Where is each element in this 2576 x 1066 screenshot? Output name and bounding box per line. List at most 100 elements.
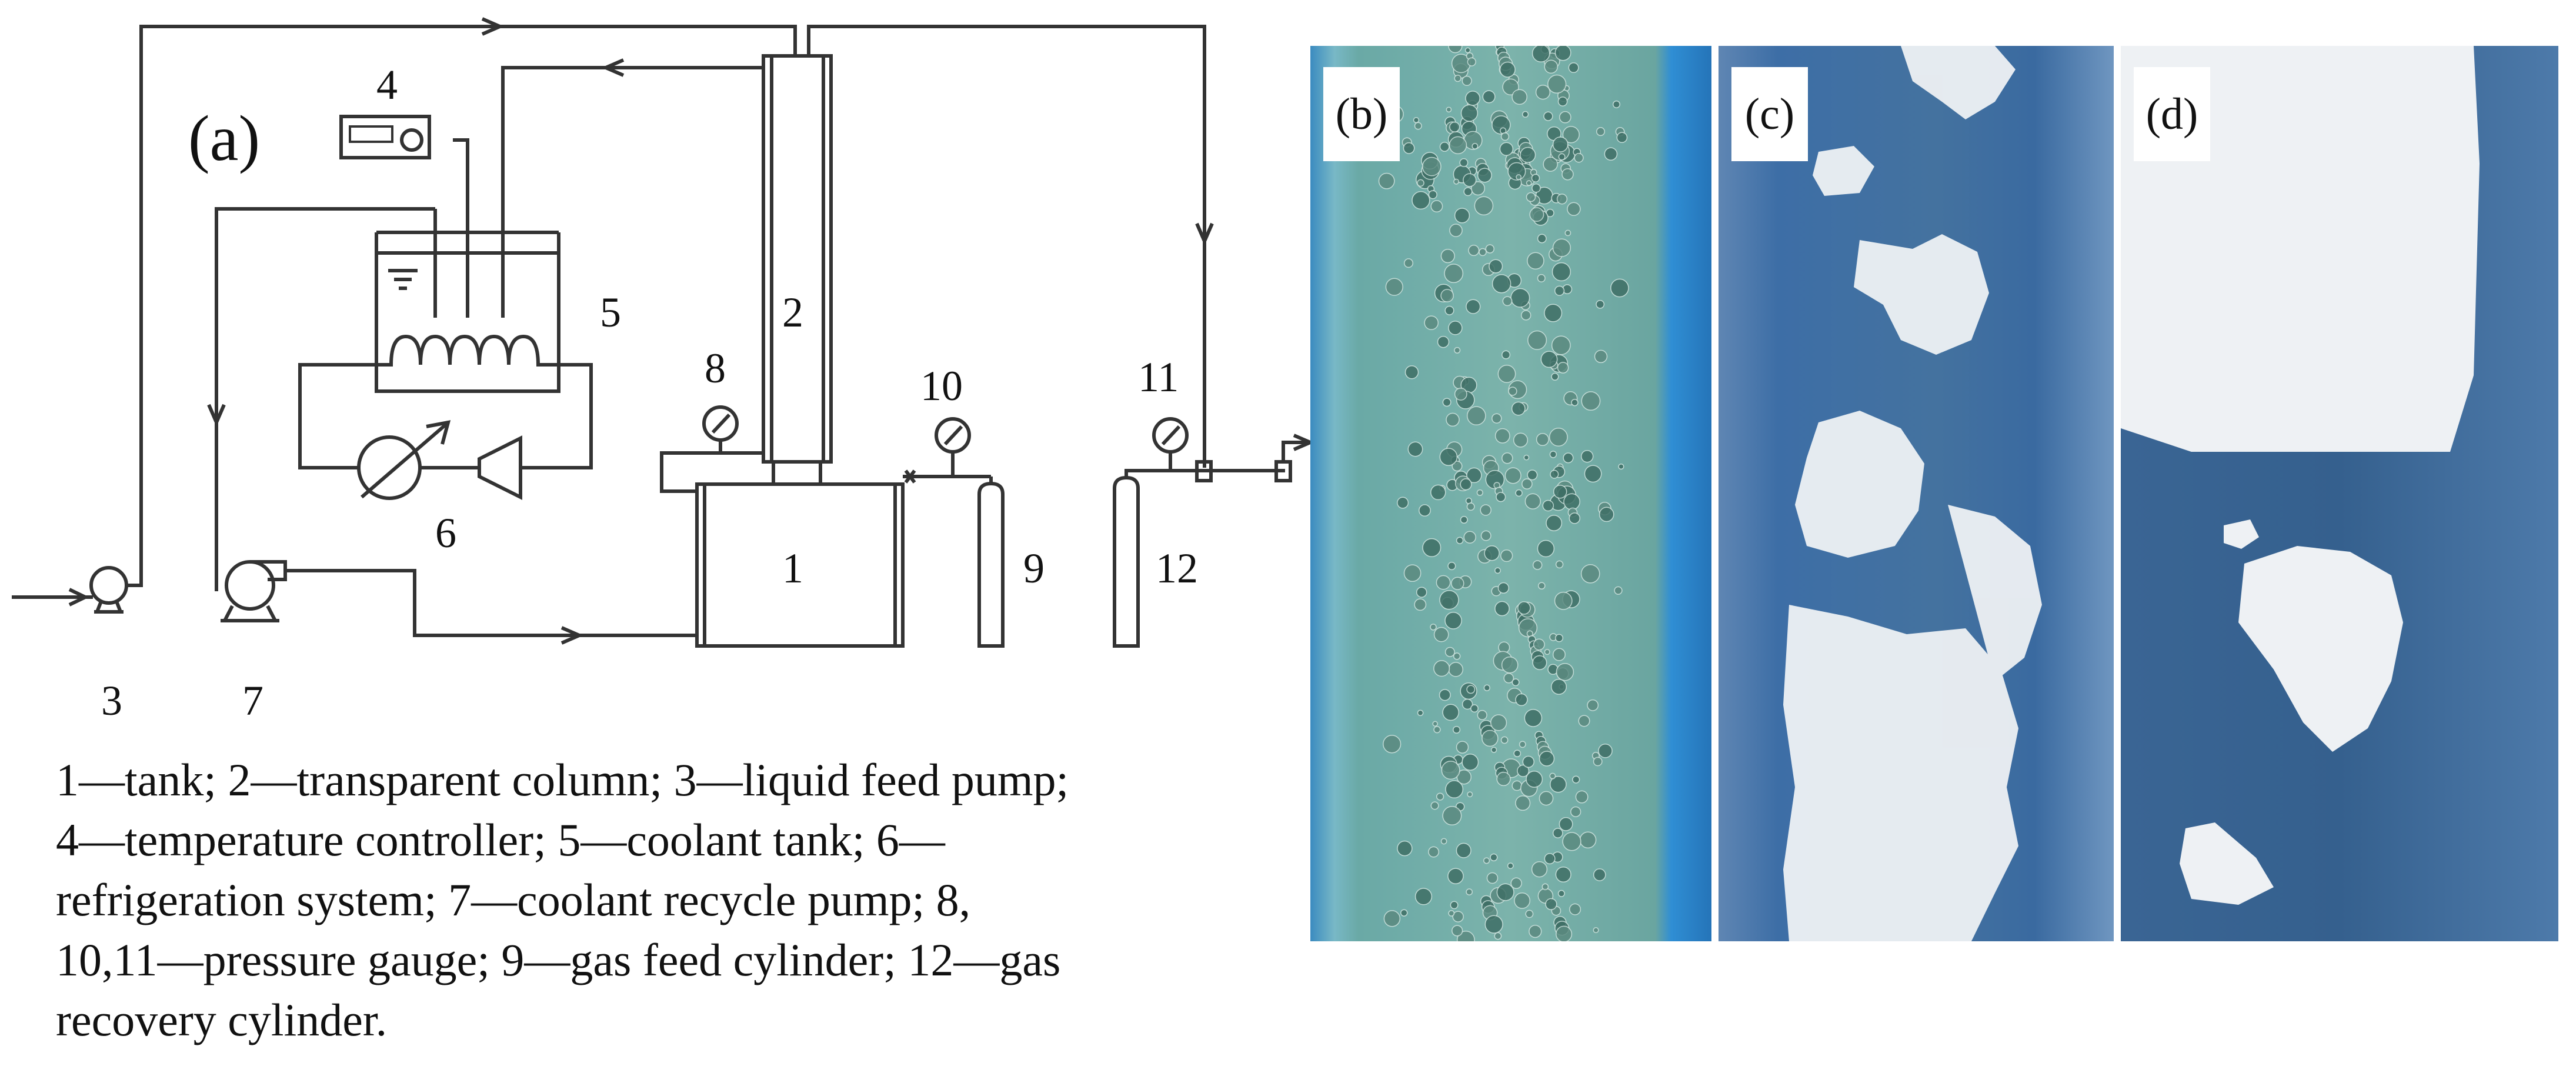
bubble bbox=[1532, 560, 1543, 570]
bubble bbox=[1428, 190, 1437, 199]
bubble bbox=[1550, 775, 1567, 793]
bubble bbox=[1497, 365, 1516, 383]
bubble bbox=[1422, 156, 1442, 176]
bubble bbox=[1451, 577, 1464, 590]
bubble bbox=[1479, 248, 1487, 256]
bubble bbox=[1448, 46, 1463, 54]
bubble bbox=[1444, 305, 1454, 315]
bubble bbox=[1541, 883, 1549, 891]
bubble bbox=[1507, 862, 1514, 870]
bubble bbox=[1449, 136, 1467, 155]
bubble bbox=[1563, 452, 1574, 464]
bubble bbox=[1555, 866, 1571, 883]
bubble bbox=[1403, 258, 1414, 268]
bubble bbox=[1470, 181, 1486, 196]
bubble bbox=[1529, 924, 1542, 938]
bubble bbox=[1456, 842, 1471, 858]
bubble bbox=[1557, 890, 1565, 897]
bubble bbox=[1500, 549, 1513, 562]
photo-label-c: (c) bbox=[1731, 67, 1808, 161]
pump-7-outlet bbox=[250, 560, 287, 581]
bubble bbox=[1558, 153, 1566, 161]
bubble bbox=[1451, 925, 1463, 937]
bubble bbox=[1496, 771, 1511, 787]
bubble bbox=[1444, 264, 1464, 284]
bubble bbox=[1524, 709, 1543, 727]
tank bbox=[695, 482, 905, 648]
bubble bbox=[1483, 857, 1490, 864]
bubble bbox=[1463, 531, 1476, 544]
bubble bbox=[1501, 656, 1519, 674]
hydrate-flake bbox=[1854, 234, 1989, 355]
arrow-inlet bbox=[68, 588, 89, 607]
bubble bbox=[1537, 582, 1546, 590]
recovery-line bbox=[1125, 469, 1170, 478]
bubble bbox=[1466, 502, 1475, 511]
temperature-controller bbox=[339, 115, 431, 159]
hydrate-flake bbox=[2224, 519, 2259, 549]
bubble bbox=[1451, 461, 1463, 472]
bubble bbox=[1593, 927, 1599, 934]
caption-line: refrigeration system; 7—coolant recycle … bbox=[56, 874, 971, 925]
caption-line: recovery cylinder. bbox=[56, 994, 388, 1045]
bubble bbox=[1527, 252, 1544, 270]
bubble bbox=[1483, 684, 1490, 691]
bubble bbox=[1587, 699, 1599, 711]
bubble bbox=[1549, 451, 1557, 458]
bubble bbox=[1485, 244, 1495, 254]
bubble bbox=[1449, 224, 1463, 237]
bubble bbox=[1494, 601, 1510, 617]
bubble bbox=[1437, 335, 1450, 348]
bubble bbox=[1446, 412, 1460, 427]
bubble bbox=[1519, 741, 1526, 748]
bubble bbox=[1412, 191, 1430, 210]
bubble bbox=[1490, 714, 1507, 731]
cylinder-12 bbox=[1113, 475, 1140, 648]
label-7: 7 bbox=[242, 677, 263, 724]
arrow-left bbox=[601, 58, 625, 77]
bubble bbox=[1549, 772, 1556, 779]
bubble bbox=[1517, 601, 1531, 615]
bubble bbox=[1440, 248, 1455, 264]
bubble bbox=[1579, 831, 1597, 849]
bubble bbox=[1461, 754, 1479, 771]
bubble bbox=[1503, 672, 1514, 684]
bubble bbox=[1422, 538, 1442, 557]
bubble bbox=[1581, 391, 1601, 411]
bubble bbox=[1526, 180, 1532, 186]
bubble bbox=[1556, 662, 1574, 681]
bubble bbox=[1467, 57, 1476, 66]
bubble bbox=[1521, 111, 1529, 118]
bubble bbox=[1594, 349, 1608, 364]
bubble bbox=[1482, 90, 1496, 104]
bubble bbox=[1552, 136, 1569, 152]
bubble bbox=[1432, 721, 1438, 727]
bubble bbox=[1593, 868, 1606, 881]
bubble bbox=[1474, 196, 1494, 216]
hydrate-flake bbox=[1795, 411, 1924, 558]
label-12: 12 bbox=[1156, 545, 1198, 592]
bubble bbox=[1466, 888, 1473, 895]
bubble bbox=[1430, 624, 1437, 631]
bubble bbox=[1442, 398, 1451, 407]
label-3: 3 bbox=[101, 677, 122, 724]
bubble bbox=[1551, 262, 1571, 282]
controller-display bbox=[349, 125, 393, 143]
bubble bbox=[1497, 582, 1510, 594]
bubble bbox=[1531, 174, 1540, 183]
bubble bbox=[1445, 780, 1464, 799]
bubble bbox=[1610, 278, 1629, 298]
bubble bbox=[1532, 655, 1547, 670]
cylinder-9 bbox=[977, 481, 1005, 648]
bubble bbox=[1496, 883, 1514, 901]
bubble bbox=[1504, 467, 1521, 484]
bubble bbox=[1554, 285, 1565, 296]
bubble bbox=[1461, 698, 1473, 710]
bubble bbox=[1413, 116, 1420, 124]
bubble bbox=[1428, 846, 1440, 858]
pump-7-base bbox=[221, 605, 279, 622]
bubble bbox=[1508, 387, 1517, 396]
bubble bbox=[1515, 795, 1531, 811]
bubble bbox=[1500, 132, 1510, 141]
bubble bbox=[1510, 288, 1530, 308]
